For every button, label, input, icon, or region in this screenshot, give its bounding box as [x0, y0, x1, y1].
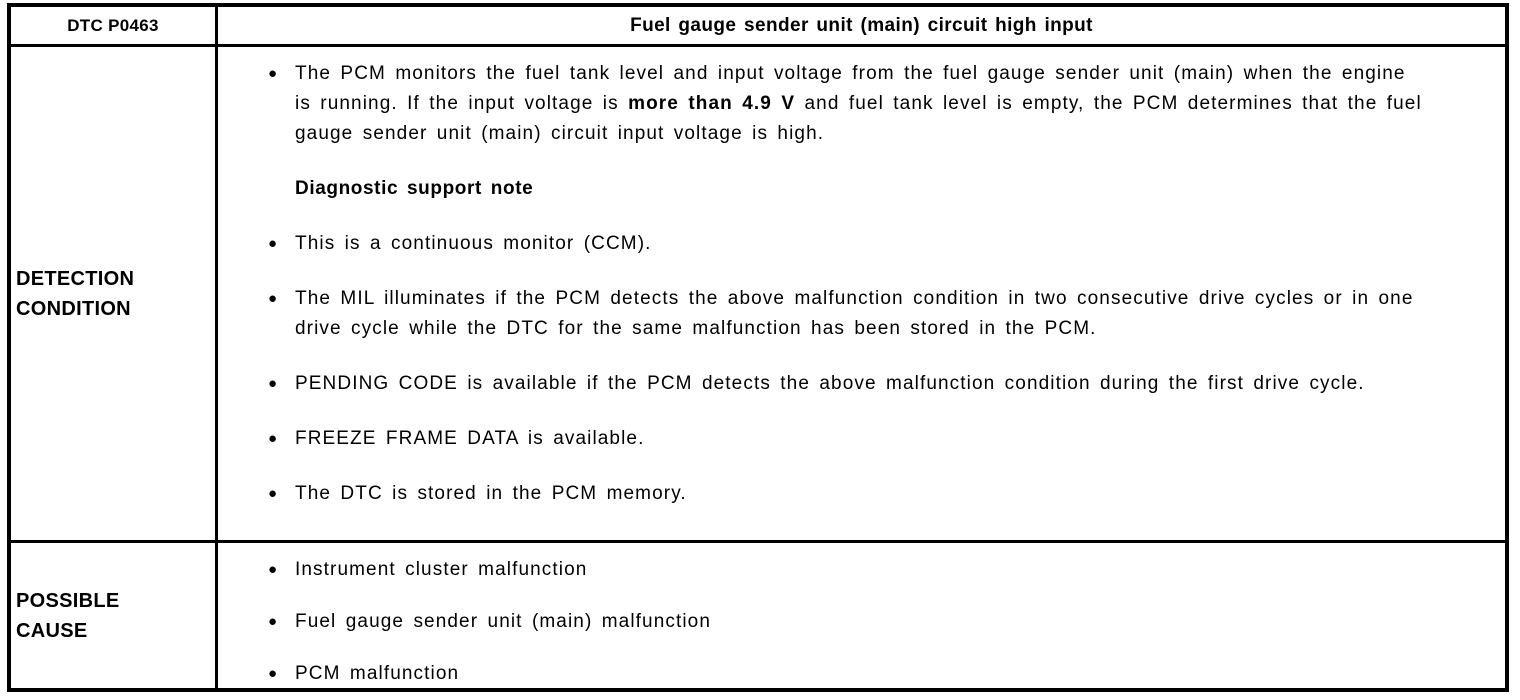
detection-condition-content-cell: ● The PCM monitors the fuel tank level a… — [218, 47, 1505, 543]
bullet1-post: and fuel tank level is empty, the PCM de… — [295, 93, 1422, 144]
bullet-text: The DTC is stored in the PCM memory. — [295, 483, 687, 504]
bullet-icon: ● — [268, 485, 278, 502]
bullet-text: PENDING CODE is available if the PCM det… — [295, 373, 1365, 394]
bullet-icon: ● — [268, 65, 278, 82]
bullet-text: The MIL illuminates if the PCM detects t… — [295, 288, 1414, 339]
bullet-text: This is a continuous monitor (CCM). — [295, 233, 652, 254]
bullet-text: FREEZE FRAME DATA is available. — [295, 428, 645, 449]
bullet-item: ● The PCM monitors the fuel tank level a… — [218, 59, 1425, 149]
dtc-code-label: DTC P0463 — [67, 15, 159, 35]
bullet-item: ● This is a continuous monitor (CCM). — [218, 229, 1425, 259]
bullet-text: The PCM monitors the fuel tank level and… — [295, 59, 1425, 149]
bullet-icon: ● — [268, 665, 278, 682]
bullet-icon: ● — [268, 375, 278, 392]
dtc-title-cell: Fuel gauge sender unit (main) circuit hi… — [218, 7, 1505, 47]
bullet-item: ● The DTC is stored in the PCM memory. — [218, 479, 1425, 509]
possible-cause-label: POSSIBLE CAUSE — [16, 589, 120, 642]
bullet-item: ● PCM malfunction — [218, 659, 1425, 688]
bullet-item: ● The MIL illuminates if the PCM detects… — [218, 284, 1425, 344]
dtc-table: DTC P0463 Fuel gauge sender unit (main) … — [7, 3, 1509, 692]
bullet-text: PCM malfunction — [295, 663, 460, 684]
possible-cause-label-cell: POSSIBLE CAUSE — [11, 543, 218, 688]
bullet-icon: ● — [268, 561, 278, 578]
bullet1-bold: more than 4.9 V — [628, 93, 796, 114]
bullet-icon: ● — [268, 235, 278, 252]
bullet-icon: ● — [268, 430, 278, 447]
detection-condition-label-cell: DETECTION CONDITION — [11, 47, 218, 543]
dtc-code-cell: DTC P0463 — [11, 7, 218, 47]
bullet1-pre: The PCM monitors the fuel tank level and… — [295, 63, 1406, 114]
diagnostic-support-note-heading: Diagnostic support note — [295, 178, 534, 199]
dtc-title: Fuel gauge sender unit (main) circuit hi… — [630, 14, 1093, 36]
bullet-item: ● Instrument cluster malfunction — [218, 555, 1425, 585]
bullet-text: Fuel gauge sender unit (main) malfunctio… — [295, 611, 712, 632]
bullet-item: ● Fuel gauge sender unit (main) malfunct… — [218, 607, 1425, 637]
bullet-icon: ● — [268, 290, 278, 307]
bullet-item: ● FREEZE FRAME DATA is available. — [218, 424, 1425, 454]
bullet-item: ● PENDING CODE is available if the PCM d… — [218, 369, 1425, 399]
detection-condition-label: DETECTION CONDITION — [16, 267, 135, 320]
possible-cause-content-cell: ● Instrument cluster malfunction ● Fuel … — [218, 543, 1505, 688]
bullet-text: Instrument cluster malfunction — [295, 559, 588, 580]
bullet-icon: ● — [268, 613, 278, 630]
